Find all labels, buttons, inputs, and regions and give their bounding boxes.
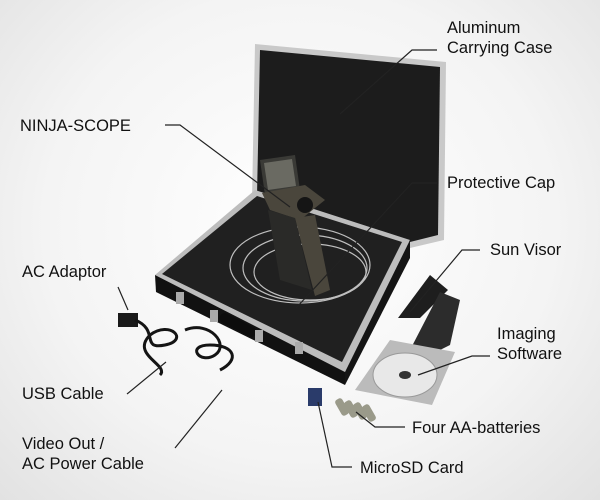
label-line: AC Power Cable — [22, 455, 144, 473]
software-cd — [355, 340, 455, 405]
label-line: Software — [497, 345, 563, 363]
label-line: Imaging — [497, 325, 556, 343]
label-ac-adaptor: AC Adaptor — [22, 263, 107, 281]
label-line: Video Out / — [22, 435, 105, 453]
microsd-card — [308, 388, 322, 406]
ninja-scope-device — [260, 155, 330, 296]
case-latch — [176, 292, 184, 304]
label-usb-cable: USB Cable — [22, 385, 104, 403]
aa-batteries — [335, 398, 376, 422]
case-latch — [255, 330, 263, 342]
label-ninja-scope: NINJA-SCOPE — [20, 117, 131, 135]
ac-adaptor — [118, 313, 138, 327]
leader-lines — [117, 49, 490, 468]
label-line: Aluminum — [447, 19, 521, 37]
label-four-aa-batteries: Four AA-batteries — [412, 419, 541, 437]
label-aluminum-carrying-case: Aluminum Carrying Case — [447, 18, 552, 58]
case-handle — [219, 313, 257, 337]
case-latch — [210, 310, 218, 322]
label-protective-cap: Protective Cap — [447, 174, 556, 192]
cables — [118, 313, 234, 377]
label-sun-visor: Sun Visor — [490, 241, 562, 259]
label-imaging-software: Imaging Software — [497, 324, 562, 364]
label-microsd-card: MicroSD Card — [360, 459, 464, 477]
label-video-out-ac-power-cable: Video Out / AC Power Cable — [22, 434, 144, 474]
label-line: Carrying Case — [447, 39, 553, 57]
case-latch — [295, 342, 303, 354]
